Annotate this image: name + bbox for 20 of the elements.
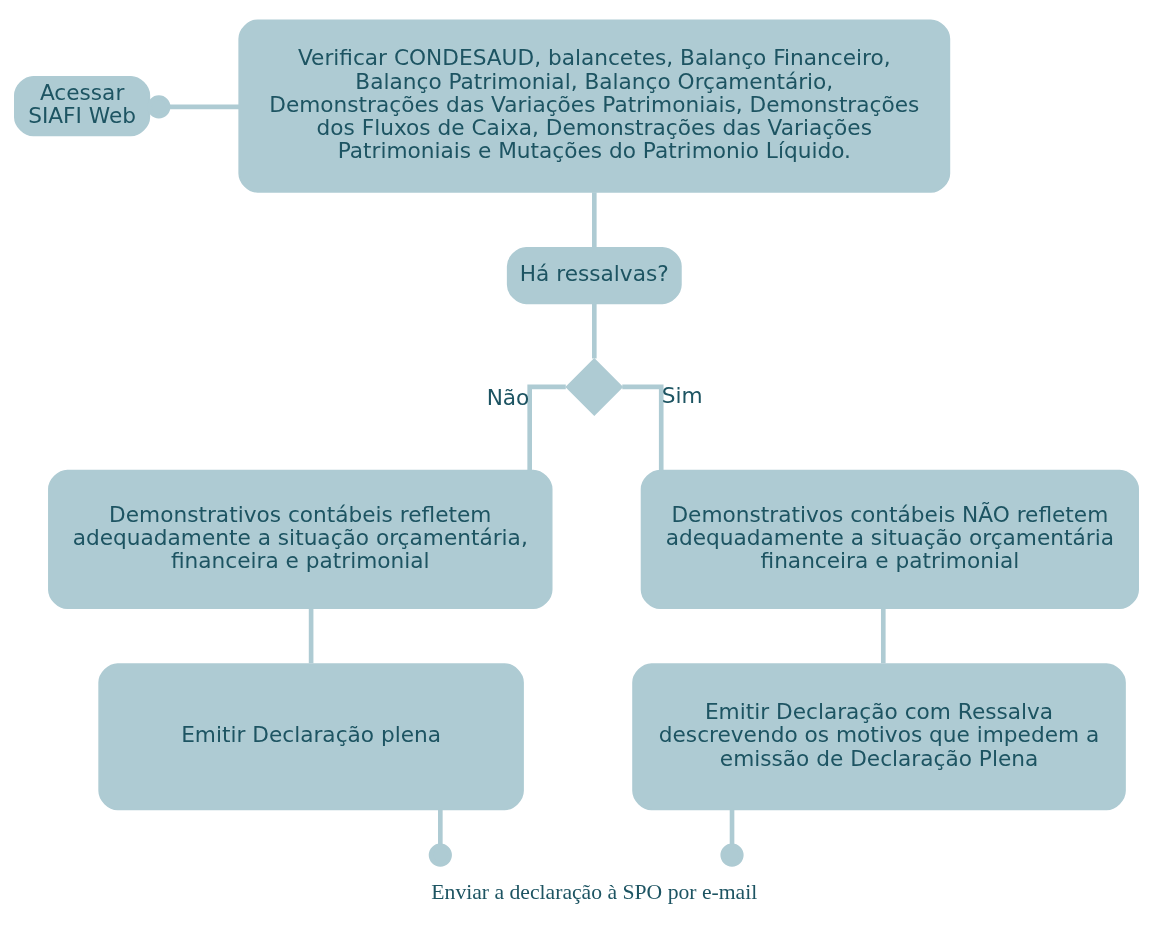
node-box: Verificar CONDESAUD, balancetes, Balanço Financeiro, Balanço Patrimonial, Balanço Orçamentário, Demonstrações das Variações Patrimoniais, Demonstrações dos Fluxos de Caixa, Demonstrações das Variações Patrimoniais e Mutações do Patrimonio Líquido.	[238, 18, 951, 193]
connector	[308, 607, 314, 663]
connector	[527, 384, 566, 470]
edge-label: Sim	[661, 382, 703, 408]
edge-label: Não	[486, 384, 530, 410]
node-box: Emitir Declaração com Ressalva descrevendo os motivos que impedem a emissão de Declaração Plena	[632, 662, 1126, 810]
node-box: Acessar SIAFI Web	[14, 75, 151, 136]
node-box: Demonstrativos contábeis NÃO refletem adequadamente a situação orçamentária financeira e patrimonial	[640, 469, 1139, 609]
connector	[720, 809, 744, 867]
connector	[622, 384, 664, 470]
node-text: Enviar a declaração à SPO por e-mail	[431, 879, 758, 904]
node-diamond	[565, 357, 624, 416]
connector	[591, 303, 597, 358]
node-box: Demonstrativos contábeis refletem adequadamente a situação orçamentária, financeira e patrimonial	[48, 469, 553, 609]
connector	[591, 191, 597, 247]
node-box: Há ressalvas?	[506, 246, 682, 304]
connector	[428, 809, 452, 867]
connector	[147, 94, 240, 118]
node-box: Emitir Declaração plena	[98, 662, 524, 810]
connector	[880, 607, 886, 663]
